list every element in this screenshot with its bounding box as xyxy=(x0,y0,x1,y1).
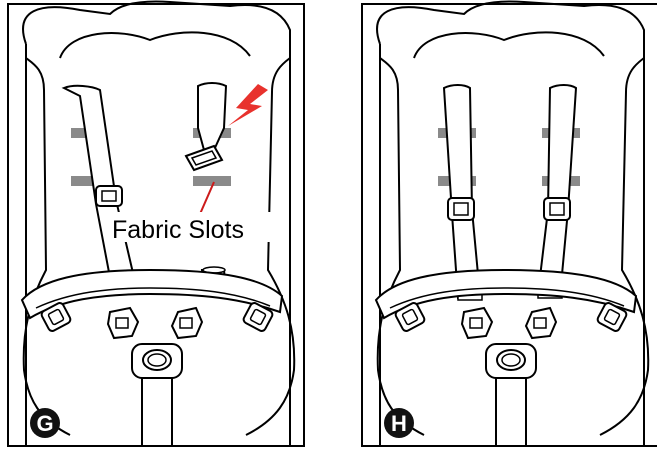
step-label-g: G xyxy=(36,411,53,436)
panel-g: Fabric Slots G xyxy=(7,0,305,447)
step-badge-g xyxy=(30,408,60,438)
slot-lower-right xyxy=(193,176,231,186)
step-label-h: H xyxy=(391,411,407,436)
panel-h: H xyxy=(361,0,657,447)
red-arrow-icon xyxy=(228,84,268,126)
slot-lower-left xyxy=(71,176,97,186)
callout-leader-line xyxy=(199,181,215,215)
step-badge-h xyxy=(384,408,414,438)
slot-upper-left xyxy=(71,128,97,138)
panel-h-frame xyxy=(361,3,657,447)
fabric-slots-callout: Fabric Slots xyxy=(112,216,244,244)
